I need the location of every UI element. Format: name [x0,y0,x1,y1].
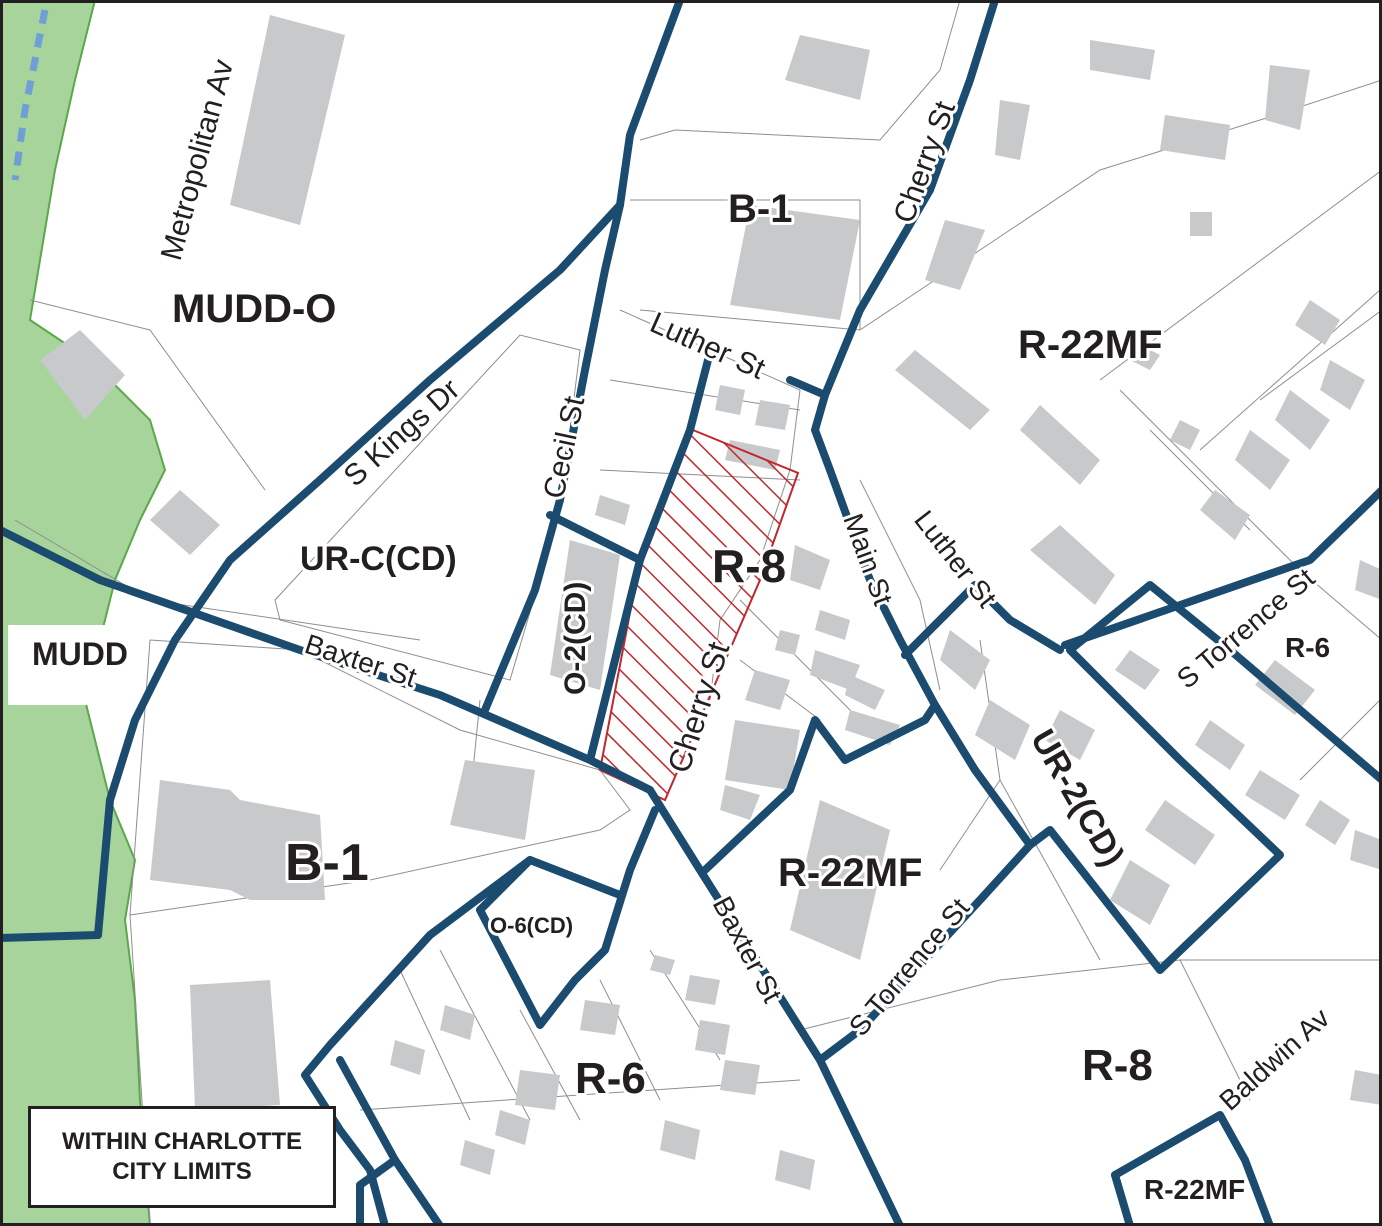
zone-label-urc-cd: UR-C(CD) [300,540,457,578]
zone-label-b1-south: B-1 [285,834,369,892]
zone-label-mudd-o: MUDD-O [172,287,336,331]
zone-label-r8-subject: R-8 [712,540,786,592]
legend-line-2: CITY LIMITS [112,1158,252,1185]
buildings [40,15,1382,1190]
zone-label-r22mf-southeast: R-22MF [1144,1174,1245,1205]
zone-label-o2-cd: O-2(CD) [559,582,592,695]
street-label-metropolitan: Metropolitan Av [155,56,240,264]
street-label-kings: S Kings Dr [338,373,467,493]
zone-label-r22mf-center: R-22MF [778,851,922,895]
stream-line [11,9,49,181]
street-label-baxter-south: Baxter St [707,891,789,1007]
street-label-main: Main St [837,509,899,609]
zone-label-mudd: MUDD [32,636,128,672]
street-label-cecil: Cecil St [538,393,592,502]
zone-label-r6-east: R-6 [1285,632,1330,663]
zone-label-r6-south: R-6 [575,1054,646,1103]
zone-labels: MUDD-O MUDD B-1 B-1 UR-C(CD) O-2(CD) R-8… [29,184,1333,1208]
greenway-gap [8,625,148,705]
city-limits-legend: WITHIN CHARLOTTE CITY LIMITS [28,1106,336,1208]
legend-line-1: WITHIN CHARLOTTE [62,1128,302,1155]
street-label-luther-east: Luther St [908,505,1003,614]
zone-label-o6-cd: O-6(CD) [490,913,573,938]
street-label-baldwin: Baldwin Av [1213,1002,1335,1116]
greenway-area [0,0,167,1226]
zone-label-r22mf-northeast: R-22MF [1018,323,1162,367]
street-label-baxter-west: Baxter St [301,628,420,693]
zone-label-b1-north: B-1 [728,187,792,231]
street-label-cherry-north: Cherry St [888,96,963,227]
zone-label-r8-southeast: R-8 [1082,1041,1153,1090]
